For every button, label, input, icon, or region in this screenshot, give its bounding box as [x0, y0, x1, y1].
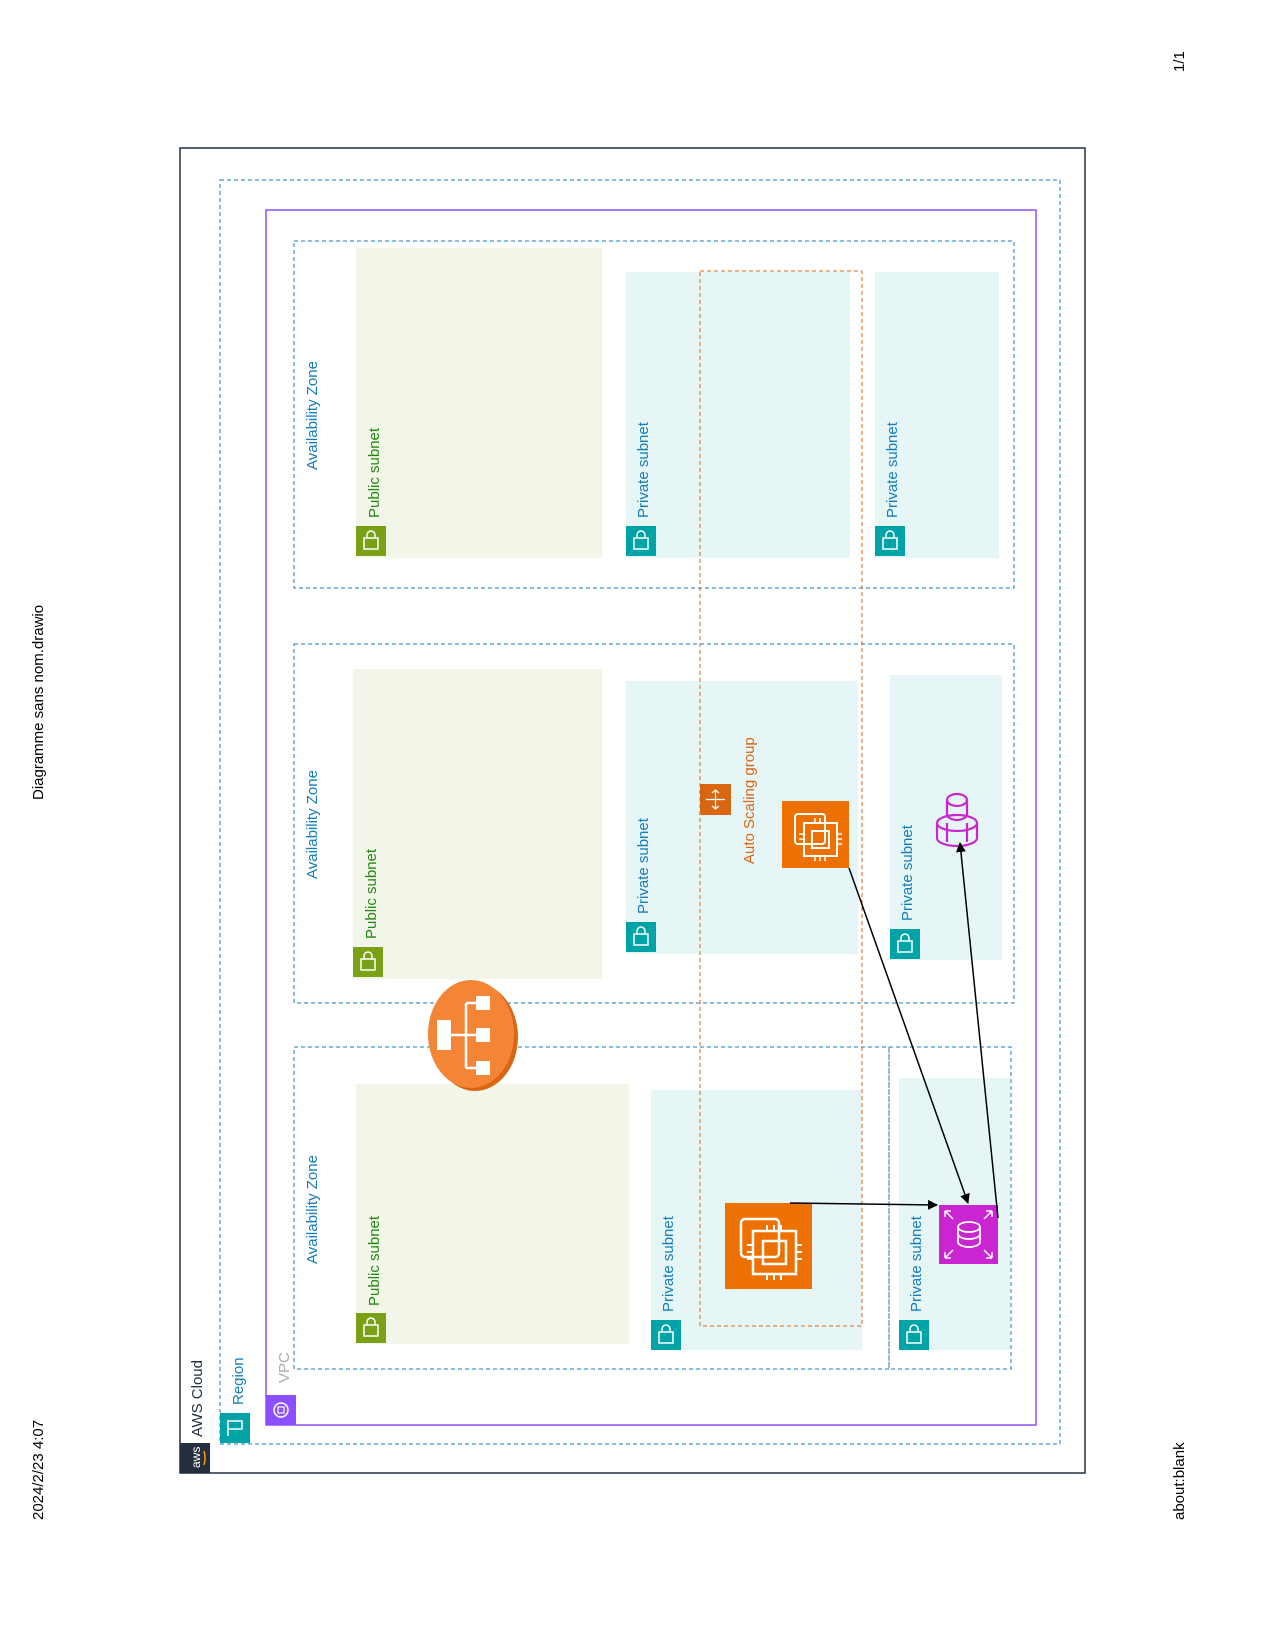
- auto-scaling-group-label: Auto Scaling group: [741, 737, 758, 864]
- lock-icon: [875, 526, 905, 556]
- availability-zone-label: Availability Zone: [304, 1155, 321, 1264]
- lock-icon: [356, 526, 386, 556]
- lock-icon: [626, 526, 656, 556]
- region-flag-icon: [220, 1413, 250, 1443]
- ec2-instance-icon: [782, 801, 849, 868]
- lock-icon: [353, 947, 383, 977]
- private-subnet-label: Private subnet: [884, 421, 901, 518]
- lock-icon: [890, 929, 920, 959]
- public-subnet-3: [356, 1084, 629, 1344]
- region-group: [219, 179, 1061, 1445]
- public-subnet-2: [353, 669, 602, 979]
- private-subnet-label: Private subnet: [635, 817, 652, 914]
- availability-zone-1: [293, 240, 1015, 589]
- svg-text:aws: aws: [189, 1447, 203, 1468]
- connector-rds-proxy-to-database: [955, 842, 999, 1219]
- availability-zone-3-extension: [888, 1046, 1012, 1370]
- public-subnet-label: Public subnet: [366, 1215, 383, 1306]
- elastic-load-balancer-icon: [428, 980, 518, 1091]
- public-subnet-label: Public subnet: [363, 848, 380, 939]
- public-subnet-1: [356, 248, 602, 558]
- private-subnet-1a: [626, 272, 850, 558]
- private-subnet-2b: [890, 675, 1002, 960]
- availability-zone-label: Availability Zone: [304, 361, 321, 470]
- lock-icon: [899, 1320, 929, 1350]
- lock-icon: [626, 922, 656, 952]
- public-subnet-label: Public subnet: [366, 427, 383, 518]
- lock-icon: [356, 1313, 386, 1343]
- private-subnet-label: Private subnet: [899, 824, 916, 921]
- connector-ec2-to-rds-proxy: [848, 867, 970, 1204]
- vpc-cloud-icon: [266, 1395, 296, 1425]
- aws-logo-icon: aws: [180, 1443, 210, 1473]
- connector-ec2-to-rds-proxy: [789, 1199, 938, 1210]
- database-icon: [935, 792, 979, 848]
- private-subnet-label: Private subnet: [660, 1215, 677, 1312]
- private-subnet-label: Private subnet: [908, 1215, 925, 1312]
- lock-icon: [651, 1320, 681, 1350]
- availability-zone-label: Availability Zone: [304, 770, 321, 879]
- availability-zone-3: [293, 1046, 890, 1370]
- vpc-label: VPC: [276, 1352, 293, 1383]
- private-subnet-label: Private subnet: [635, 421, 652, 518]
- region-label: Region: [230, 1357, 247, 1405]
- aws-cloud-label: AWS Cloud: [189, 1360, 206, 1437]
- private-subnet-1b: [875, 272, 999, 558]
- vpc-group: [265, 209, 1037, 1426]
- ec2-instance-icon: [725, 1203, 812, 1289]
- availability-zone-2: [293, 643, 1015, 1004]
- auto-scaling-icon: [700, 784, 731, 815]
- aws-cloud-group: [179, 147, 1086, 1474]
- rds-proxy-icon: [939, 1205, 998, 1264]
